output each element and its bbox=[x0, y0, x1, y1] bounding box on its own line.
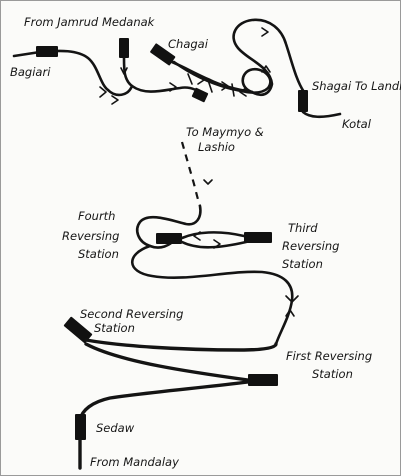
label-shagai-to-landi: Shagai To Landi bbox=[312, 79, 401, 93]
track-to-landi-kotal bbox=[301, 110, 342, 119]
station-block-sedaw bbox=[75, 414, 86, 440]
track-first-to-sedaw bbox=[78, 380, 250, 422]
label-fourth-reversing-line2: Reversing bbox=[62, 229, 119, 243]
track-fourth-to-third bbox=[180, 231, 246, 240]
station-block-third-reversing bbox=[244, 232, 272, 243]
track-zigzag bbox=[172, 60, 272, 94]
arrow-lower-2 bbox=[213, 239, 221, 249]
label-lashio: Lashio bbox=[198, 140, 235, 154]
track-third-siding bbox=[180, 240, 248, 249]
label-to-maymyo: To Maymyo & bbox=[186, 125, 264, 139]
label-from-mandalay: From Mandalay bbox=[90, 455, 179, 469]
arrow-upper-2 bbox=[120, 67, 128, 75]
arrow-lower-1 bbox=[193, 231, 201, 241]
station-block-fourth-reversing bbox=[156, 233, 182, 244]
label-medanak: Medanak bbox=[102, 15, 156, 29]
label-sedaw: Sedaw bbox=[96, 421, 135, 435]
label-chagai: Chagai bbox=[168, 37, 209, 51]
station-block-medanak bbox=[119, 38, 129, 58]
label-second-reversing-line1: Second Reversing bbox=[80, 307, 183, 321]
label-third-reversing-line2: Reversing bbox=[282, 239, 339, 253]
label-fourth-reversing-line3: Station bbox=[78, 247, 119, 261]
arrow-upper-3 bbox=[169, 82, 177, 92]
arrow-upper-8 bbox=[261, 27, 269, 37]
track-to-maymyo-dashed bbox=[180, 141, 202, 207]
arrow-upper-1 bbox=[99, 86, 107, 98]
arrow-upper-9 bbox=[111, 95, 119, 105]
label-fourth-reversing-line1: Fourth bbox=[78, 209, 115, 223]
arrow-upper-4 bbox=[197, 75, 205, 85]
arrow-upper-5 bbox=[221, 81, 229, 91]
track-medanak-loop bbox=[106, 84, 134, 97]
crossing-tick-1 bbox=[187, 73, 235, 97]
arrow-upper-6 bbox=[239, 87, 247, 97]
label-third-reversing-line3: Station bbox=[282, 257, 323, 271]
station-block-jamrud bbox=[36, 46, 58, 57]
label-kotal: Kotal bbox=[342, 117, 372, 131]
arrow-lower-4 bbox=[285, 309, 295, 317]
lower-railway-diagram bbox=[63, 141, 299, 470]
label-from-jamrud: From Jamrud bbox=[24, 15, 99, 29]
arrow-lower-3 bbox=[285, 295, 299, 303]
diagram-labels: From Jamrud Bagiari Medanak Chagai Shaga… bbox=[10, 15, 401, 469]
arrow-upper-7 bbox=[261, 65, 271, 73]
label-third-reversing-line1: Third bbox=[288, 221, 318, 235]
upper-railway-diagram bbox=[12, 18, 342, 119]
track-medanak bbox=[122, 56, 207, 98]
track-fourth-reversing bbox=[136, 204, 202, 249]
track-to-shagai-loop bbox=[232, 18, 306, 97]
station-block-first-reversing bbox=[248, 374, 278, 386]
station-block-shagai bbox=[298, 90, 308, 112]
station-block-chagai-lower bbox=[191, 87, 209, 103]
label-first-reversing-line1: First Reversing bbox=[286, 349, 372, 363]
track-big-loop bbox=[131, 244, 294, 346]
station-block-chagai bbox=[150, 43, 176, 66]
track-second-to-first-lower bbox=[84, 342, 250, 382]
station-block-second-reversing bbox=[63, 316, 93, 344]
label-bagiari: Bagiari bbox=[10, 65, 51, 79]
label-second-reversing-line2: Station bbox=[94, 321, 135, 335]
track-second-to-first-upper bbox=[84, 338, 278, 352]
label-first-reversing-line2: Station bbox=[312, 367, 353, 381]
arrow-lower-5 bbox=[203, 179, 213, 185]
